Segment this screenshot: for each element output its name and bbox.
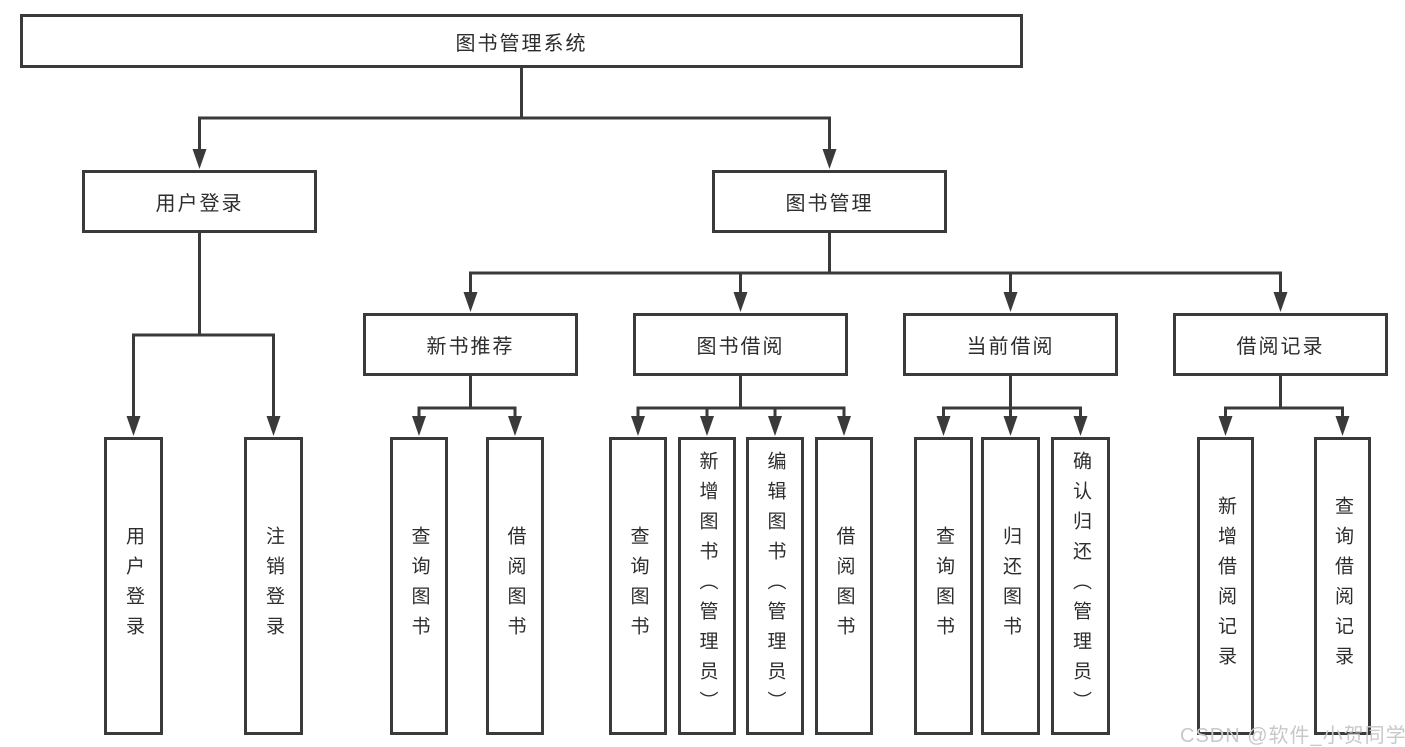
node-label: 图书管理 <box>785 193 874 215</box>
node-book-management: 图书管理 <box>712 170 947 233</box>
leaf-query-borrow-record: 查询借阅记录 <box>1314 437 1371 735</box>
node-label: 新增图书（管理员） <box>696 451 718 721</box>
node-label: 新增借阅记录 <box>1215 496 1236 676</box>
node-book-borrow: 图书借阅 <box>633 313 848 376</box>
node-label: 用户登录 <box>123 526 144 646</box>
node-label: 借阅图书 <box>504 526 526 646</box>
node-label: 查询图书 <box>408 526 430 646</box>
node-label: 用户登录 <box>155 193 244 215</box>
leaf-borrow-query-book: 查询图书 <box>609 437 667 735</box>
node-system-root: 图书管理系统 <box>20 14 1023 68</box>
leaf-rec-borrow-book: 借阅图书 <box>486 437 544 735</box>
node-label: 借阅图书 <box>833 526 855 646</box>
node-label: 当前借阅 <box>966 336 1055 358</box>
node-label: 确认归还（管理员） <box>1070 451 1091 721</box>
leaf-logout: 注销登录 <box>244 437 303 735</box>
csdn-watermark: CSDN @软件_小贺同学 <box>1180 725 1405 747</box>
node-label: 编辑图书（管理员） <box>764 451 786 721</box>
node-new-book-recommend: 新书推荐 <box>363 313 578 376</box>
node-label: 查询借阅记录 <box>1332 496 1353 676</box>
leaf-current-confirm-return-admin: 确认归还（管理员） <box>1051 437 1110 735</box>
node-label: 归还图书 <box>1000 526 1021 646</box>
node-user-login: 用户登录 <box>82 170 317 233</box>
leaf-user-login: 用户登录 <box>104 437 163 735</box>
node-current-borrow: 当前借阅 <box>903 313 1118 376</box>
leaf-current-query-book: 查询图书 <box>914 437 973 735</box>
node-label: 借阅记录 <box>1236 336 1325 358</box>
leaf-borrow-add-book-admin: 新增图书（管理员） <box>678 437 736 735</box>
leaf-rec-query-book: 查询图书 <box>390 437 448 735</box>
node-label: 注销登录 <box>263 526 284 646</box>
node-borrow-records: 借阅记录 <box>1173 313 1388 376</box>
node-label: 查询图书 <box>933 526 954 646</box>
leaf-borrow-edit-book-admin: 编辑图书（管理员） <box>746 437 804 735</box>
node-label: 查询图书 <box>627 526 649 646</box>
node-label: 图书借阅 <box>696 336 785 358</box>
node-label: 新书推荐 <box>426 336 515 358</box>
leaf-add-borrow-record: 新增借阅记录 <box>1197 437 1254 735</box>
node-label: 图书管理系统 <box>455 32 588 55</box>
leaf-borrow-borrow-book: 借阅图书 <box>815 437 873 735</box>
leaf-current-return-book: 归还图书 <box>981 437 1040 735</box>
